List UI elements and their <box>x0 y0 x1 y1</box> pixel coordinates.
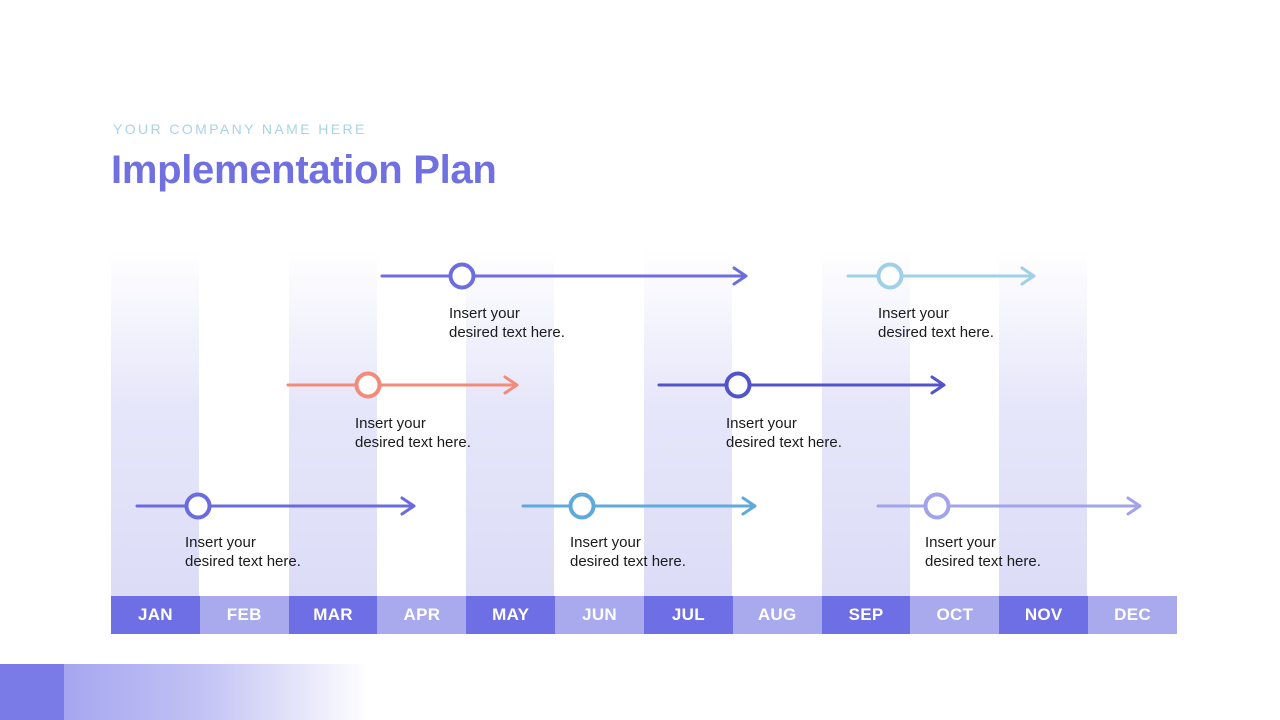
timeline-arrow-2 <box>286 371 519 399</box>
month-dec: DEC <box>1088 596 1177 634</box>
month-bar: JAN FEB MAR APR MAY JUN JUL AUG SEP OCT … <box>111 596 1177 634</box>
milestone-text-line: Insert your <box>878 305 949 322</box>
milestone-marker-3 <box>448 262 476 290</box>
month-feb: FEB <box>199 596 289 634</box>
timeline-arrow-4 <box>521 492 757 520</box>
milestone-text-line: desired text here. <box>185 553 301 570</box>
timeline-arrow-7 <box>876 492 1142 520</box>
month-jan: JAN <box>111 596 200 634</box>
milestone-text-3: Insert your desired text here. <box>449 304 629 342</box>
month-apr: APR <box>377 596 467 634</box>
company-name: YOUR COMPANY NAME HERE <box>113 121 367 137</box>
milestone-text-line: Insert your <box>449 305 520 322</box>
milestone-text-line: Insert your <box>185 534 256 551</box>
milestone-marker-1 <box>184 492 212 520</box>
month-oct: OCT <box>910 596 1000 634</box>
timeline-arrow-6 <box>846 262 1036 290</box>
month-stripe-may <box>466 250 554 596</box>
month-may: MAY <box>466 596 556 634</box>
month-stripe-jan <box>111 250 199 596</box>
milestone-marker-7 <box>923 492 951 520</box>
milestone-text-line: desired text here. <box>449 324 565 341</box>
milestone-text-line: Insert your <box>726 415 797 432</box>
milestone-text-line: desired text here. <box>925 553 1041 570</box>
milestone-text-line: Insert your <box>570 534 641 551</box>
milestone-marker-4 <box>568 492 596 520</box>
month-stripe-mar <box>289 250 377 596</box>
milestone-text-4: Insert your desired text here. <box>570 533 750 571</box>
month-stripe-jul <box>644 250 732 596</box>
milestone-text-5: Insert your desired text here. <box>726 414 906 452</box>
footer-accent-block <box>0 664 64 720</box>
milestone-text-6: Insert your desired text here. <box>878 304 1058 342</box>
timeline-arrow-1 <box>135 492 416 520</box>
month-stripe-sep <box>822 250 910 596</box>
month-aug: AUG <box>732 596 822 634</box>
milestone-text-2: Insert your desired text here. <box>355 414 535 452</box>
milestone-marker-2 <box>354 371 382 399</box>
month-jun: JUN <box>555 596 644 634</box>
milestone-text-line: desired text here. <box>878 324 994 341</box>
milestone-text-line: desired text here. <box>726 434 842 451</box>
milestone-text-1: Insert your desired text here. <box>185 533 365 571</box>
milestone-text-line: desired text here. <box>355 434 471 451</box>
month-mar: MAR <box>288 596 378 634</box>
milestone-marker-5 <box>724 371 752 399</box>
footer-gradient-bar <box>64 664 370 720</box>
page-title: Implementation Plan <box>111 148 497 192</box>
month-stripe-nov <box>999 250 1087 596</box>
milestone-text-7: Insert your desired text here. <box>925 533 1105 571</box>
timeline-arrow-5 <box>657 371 946 399</box>
milestone-text-line: Insert your <box>925 534 996 551</box>
month-jul: JUL <box>643 596 733 634</box>
milestone-text-line: desired text here. <box>570 553 686 570</box>
month-nov: NOV <box>999 596 1089 634</box>
timeline-arrow-3 <box>380 262 748 290</box>
milestone-text-line: Insert your <box>355 415 426 432</box>
month-sep: SEP <box>821 596 911 634</box>
milestone-marker-6 <box>876 262 904 290</box>
